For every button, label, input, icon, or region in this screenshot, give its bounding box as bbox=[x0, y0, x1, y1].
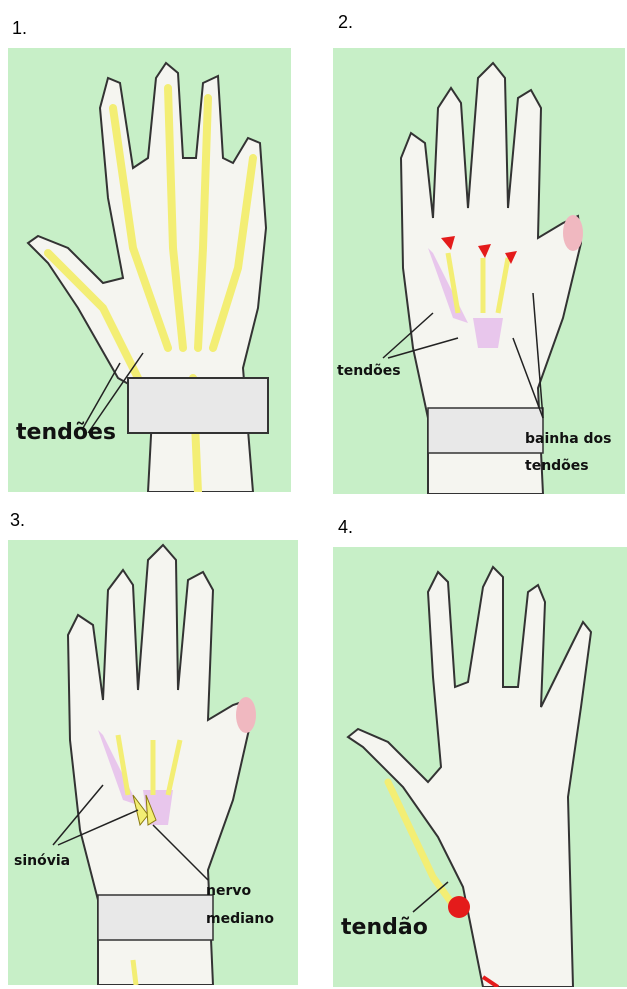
panel-2-tendon-sheath: tendões bainha dos tendões bbox=[333, 48, 625, 494]
label-bainha-line1: bainha dos bbox=[525, 431, 612, 448]
label-bainha-line2: tendões bbox=[525, 458, 589, 475]
wrist-band bbox=[98, 895, 213, 940]
sheath-center bbox=[473, 318, 503, 348]
label-nervo-line2: mediano bbox=[206, 911, 274, 928]
wrist-band bbox=[128, 378, 268, 433]
hand-illustration-2 bbox=[333, 48, 625, 494]
label-tendao: tendão bbox=[341, 915, 428, 940]
panel-number-4: 4. bbox=[338, 517, 353, 538]
leader-line bbox=[413, 882, 448, 912]
red-marker-dot bbox=[448, 896, 470, 918]
label-tendoes: tendões bbox=[337, 363, 401, 380]
thumbnail bbox=[236, 697, 256, 733]
thumbnail bbox=[563, 215, 583, 251]
label-nervo-line1: nervo bbox=[206, 883, 251, 900]
panel-1-hand-tendons: tendões bbox=[8, 48, 291, 492]
panel-number-1: 1. bbox=[12, 18, 27, 39]
label-sinovia: sinóvia bbox=[14, 853, 70, 870]
panel-number-3: 3. bbox=[10, 510, 25, 531]
label-tendoes: tendões bbox=[16, 420, 116, 445]
panel-3-synovia-nerve: sinóvia nervo mediano bbox=[8, 540, 298, 985]
panel-4-single-tendon: tendão bbox=[333, 547, 627, 987]
panel-number-2: 2. bbox=[338, 12, 353, 33]
